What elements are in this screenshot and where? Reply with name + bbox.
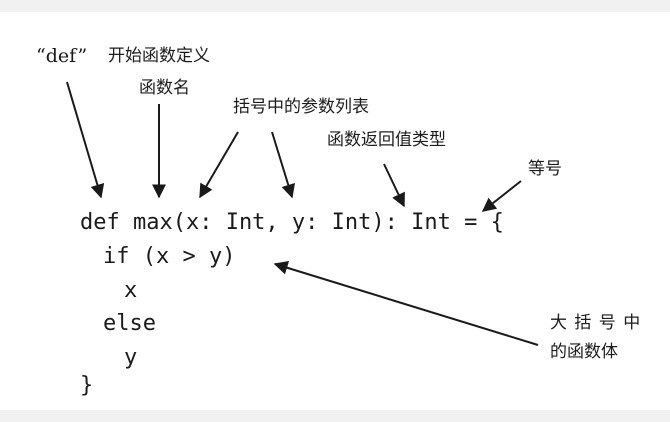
params-label: 括号中的参数列表 xyxy=(233,97,369,117)
top-border xyxy=(0,0,670,12)
body-label-line1: 大 括 号 中 xyxy=(550,313,642,333)
bottom-border xyxy=(0,410,670,422)
arrow-return-type xyxy=(383,163,405,208)
arrow-def xyxy=(66,81,105,199)
code-line-close-brace: } xyxy=(80,373,94,398)
code-line-y: y xyxy=(124,345,138,370)
arrow-body xyxy=(273,261,539,346)
body-label-line2: 的函数体 xyxy=(550,342,618,362)
function-name-label: 函数名 xyxy=(139,78,190,98)
equals-label: 等号 xyxy=(528,159,562,179)
arrow-equals xyxy=(481,180,522,212)
code-line-signature: def max(x: Int, y: Int): Int = { xyxy=(80,210,504,235)
arrow-params-left xyxy=(199,131,239,199)
return-type-label: 函数返回值类型 xyxy=(327,130,446,150)
def-keyword-label: “def” xyxy=(36,45,88,67)
code-line-if: if (x > y) xyxy=(103,244,236,269)
arrow-params-right xyxy=(271,131,295,199)
code-line-x: x xyxy=(124,278,138,303)
def-start-label: 开始函数定义 xyxy=(108,46,210,66)
code-line-else: else xyxy=(103,311,156,336)
